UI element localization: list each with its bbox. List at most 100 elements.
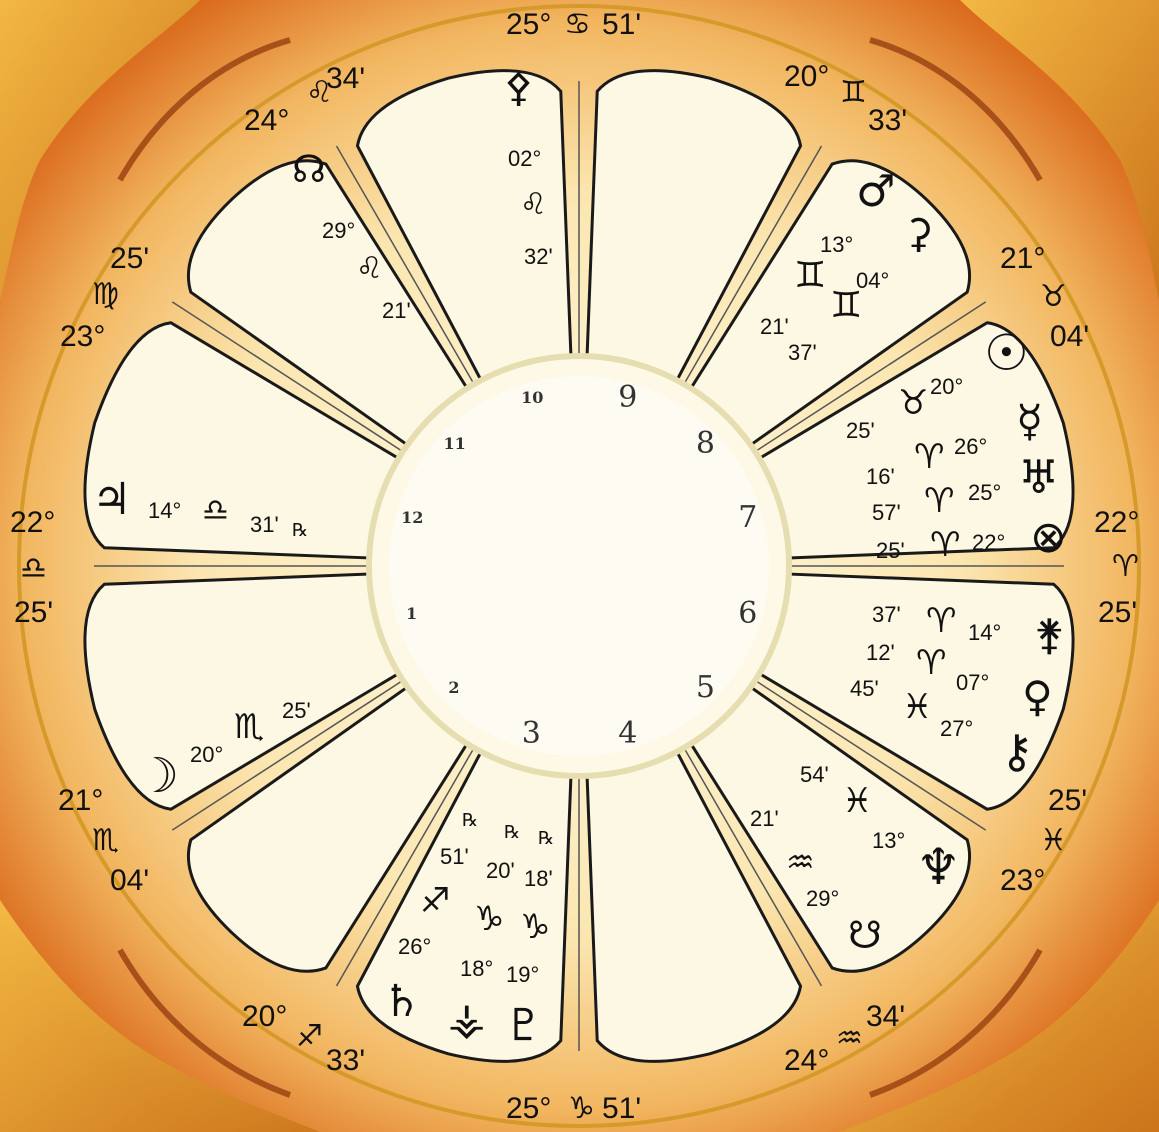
house-number-2: 2: [448, 680, 459, 696]
cusp-deg: 24°: [244, 106, 289, 136]
mercury-deg: 26°: [954, 436, 987, 458]
vesta-deg: 18°: [460, 958, 493, 980]
leo-icon: ♌: [520, 190, 547, 220]
retrograde-icon: ℞: [504, 824, 520, 842]
jupiter-deg: 14°: [148, 500, 181, 522]
gemini-icon: ♊: [840, 78, 867, 108]
cusp-top-deg: 25°: [506, 10, 551, 40]
virgo-icon: ♍: [92, 280, 119, 310]
saturn-min: 51': [440, 846, 469, 868]
cusp-top-min: 51': [602, 10, 641, 40]
venus-icon: ♀: [1022, 676, 1053, 718]
house-number-3: 3: [522, 719, 541, 749]
taurus-icon: ♉: [1040, 282, 1067, 312]
aries-icon: ♈: [1112, 552, 1139, 582]
aries-icon: ♈: [930, 528, 960, 562]
north-node-deg: 29°: [322, 220, 355, 242]
juno-min: 37': [872, 604, 901, 626]
cusp-deg: 20°: [242, 1002, 287, 1032]
aries-icon: ♈: [924, 484, 954, 518]
capricorn-icon: ♑: [568, 1094, 595, 1124]
house-number-5: 5: [696, 673, 715, 703]
libra-icon: ♎: [20, 554, 47, 584]
chiron-icon: ⚷: [1000, 728, 1034, 774]
chiron-min: 45': [850, 678, 879, 700]
cusp-min: 34': [326, 64, 365, 94]
retrograde-icon: ℞: [462, 812, 478, 830]
pisces-icon: ♓: [1040, 826, 1067, 856]
cusp-min: 34': [866, 1002, 905, 1032]
scorpio-icon: ♏: [92, 826, 119, 856]
uranus-min: 57': [872, 502, 901, 524]
juno-deg: 14°: [968, 622, 1001, 644]
mercury-min: 16': [866, 466, 895, 488]
cusp-min: 25': [110, 244, 149, 274]
house-number-11: 11: [444, 436, 466, 452]
house-number-8: 8: [696, 429, 715, 459]
aquarius-icon: ♒: [836, 1024, 863, 1054]
cusp-deg: 20°: [784, 62, 829, 92]
fortune-deg: 22°: [972, 532, 1005, 554]
neptune-icon: ♆: [916, 842, 961, 892]
mars-icon: ♂: [856, 170, 895, 214]
mars-deg: 13°: [820, 234, 853, 256]
neptune-min: 54': [800, 764, 829, 786]
pluto-min: 18': [524, 868, 553, 890]
cusp-deg: 23°: [60, 322, 105, 352]
sun-min: 25': [846, 420, 875, 442]
part-of-fortune-icon: ⊗: [1030, 516, 1067, 560]
aquarius-icon: ♒: [786, 846, 815, 878]
capricorn-icon: ♑: [520, 910, 550, 944]
cusp-min: 25': [1048, 786, 1087, 816]
vesta-icon: ⚶: [448, 998, 485, 1042]
gemini-icon: ♊: [830, 288, 862, 324]
pisces-icon: ♓: [902, 690, 932, 724]
cusp-deg: 24°: [784, 1046, 829, 1076]
sun-deg: 20°: [930, 376, 963, 398]
pluto-icon: ♇: [504, 1004, 543, 1048]
house-number-9: 9: [618, 383, 637, 413]
cusp-min: 33': [868, 106, 907, 136]
aries-icon: ♈: [926, 604, 956, 638]
north-node-min: 21': [382, 300, 411, 322]
south-node-icon: ☋: [848, 916, 882, 954]
moon-min: 25': [282, 700, 311, 722]
north-node-icon: ☊: [292, 150, 326, 188]
saturn-deg: 26°: [398, 936, 431, 958]
neptune-deg: 13°: [872, 830, 905, 852]
ceres-icon: ⚳: [904, 214, 933, 254]
moon-deg: 20°: [190, 744, 223, 766]
chiron-deg: 27°: [940, 718, 973, 740]
vesta-min: 20': [486, 860, 515, 882]
neptune-extra-min: 21': [750, 808, 779, 830]
pisces-icon: ♓: [842, 784, 872, 818]
capricorn-icon: ♑: [474, 902, 504, 936]
ceres-min: 37': [788, 342, 817, 364]
juno-icon: ⚵: [1034, 614, 1065, 656]
libra-icon: ♎: [202, 496, 229, 526]
retrograde-icon: ℞: [538, 830, 554, 848]
pallas-icon: ⚴: [504, 68, 533, 108]
moon-icon: ☽: [136, 752, 179, 800]
cusp-deg: 23°: [1000, 866, 1045, 896]
retrograde-icon: ℞: [292, 522, 308, 540]
aries-icon: ♈: [914, 440, 944, 474]
cusp-bottom-min: 51': [602, 1094, 641, 1124]
pallas-deg: 02°: [508, 148, 541, 170]
pluto-deg: 19°: [506, 964, 539, 986]
taurus-icon: ♉: [898, 386, 928, 420]
cusp-min: 04': [1050, 322, 1089, 352]
jupiter-icon: ♃: [92, 478, 131, 522]
cusp-deg: 22°: [1094, 508, 1139, 538]
sagittarius-icon: ♐: [296, 1022, 323, 1052]
cusp-deg: 21°: [1000, 244, 1045, 274]
mars-min: 21': [760, 316, 789, 338]
scorpio-icon: ♏: [234, 710, 264, 744]
house-number-10: 10: [521, 390, 543, 406]
cusp-min: 25': [14, 598, 53, 628]
sagittarius-icon: ♐: [420, 884, 450, 918]
saturn-icon: ♄: [382, 980, 421, 1024]
house-number-12: 12: [401, 510, 423, 526]
gemini-icon: ♊: [794, 258, 826, 294]
